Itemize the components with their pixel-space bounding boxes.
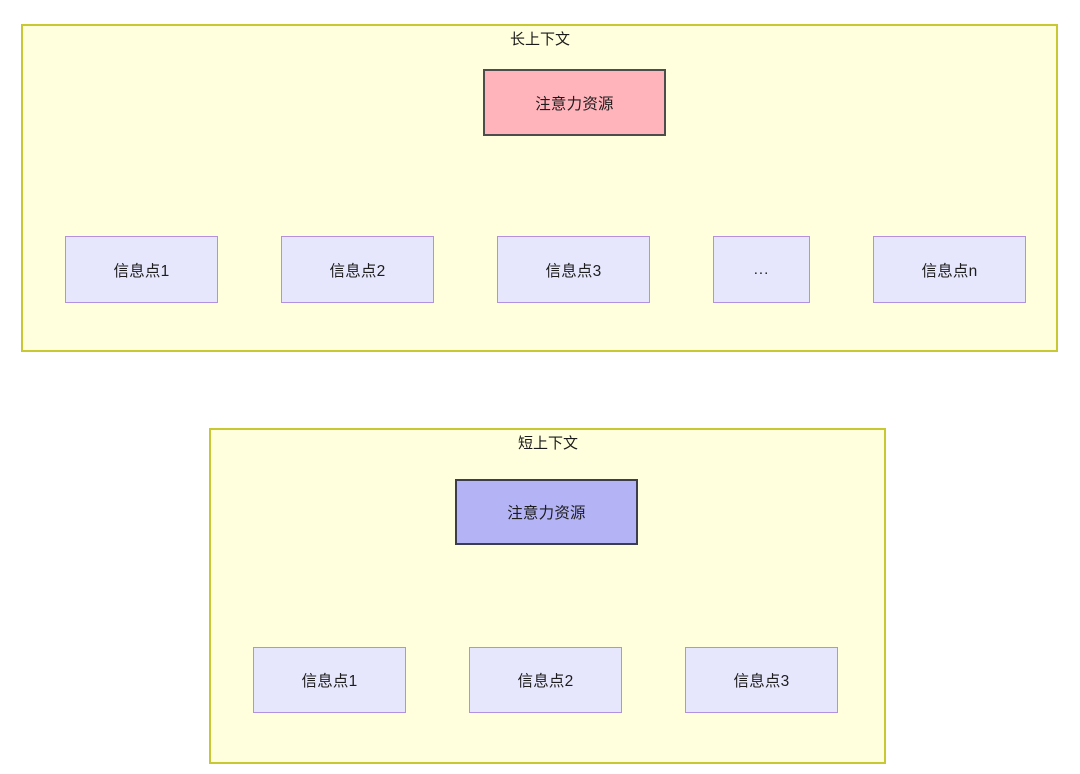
node-info-n[interactable]: 信息点n <box>873 236 1026 303</box>
group-short-context-title: 短上下文 <box>517 435 578 452</box>
node-info-1[interactable]: 信息点1 <box>65 236 218 303</box>
node-attention-resource-long[interactable]: 注意力资源 <box>483 69 666 136</box>
node-attention-resource-short[interactable]: 注意力资源 <box>455 479 638 545</box>
node-short-info-3[interactable]: 信息点3 <box>685 647 838 713</box>
node-info-3[interactable]: 信息点3 <box>497 236 650 303</box>
node-short-info-1[interactable]: 信息点1 <box>253 647 406 713</box>
node-info-ellipsis[interactable]: ... <box>713 236 810 303</box>
node-short-info-2[interactable]: 信息点2 <box>469 647 622 713</box>
group-long-context-title: 长上下文 <box>509 31 570 48</box>
node-info-2[interactable]: 信息点2 <box>281 236 434 303</box>
